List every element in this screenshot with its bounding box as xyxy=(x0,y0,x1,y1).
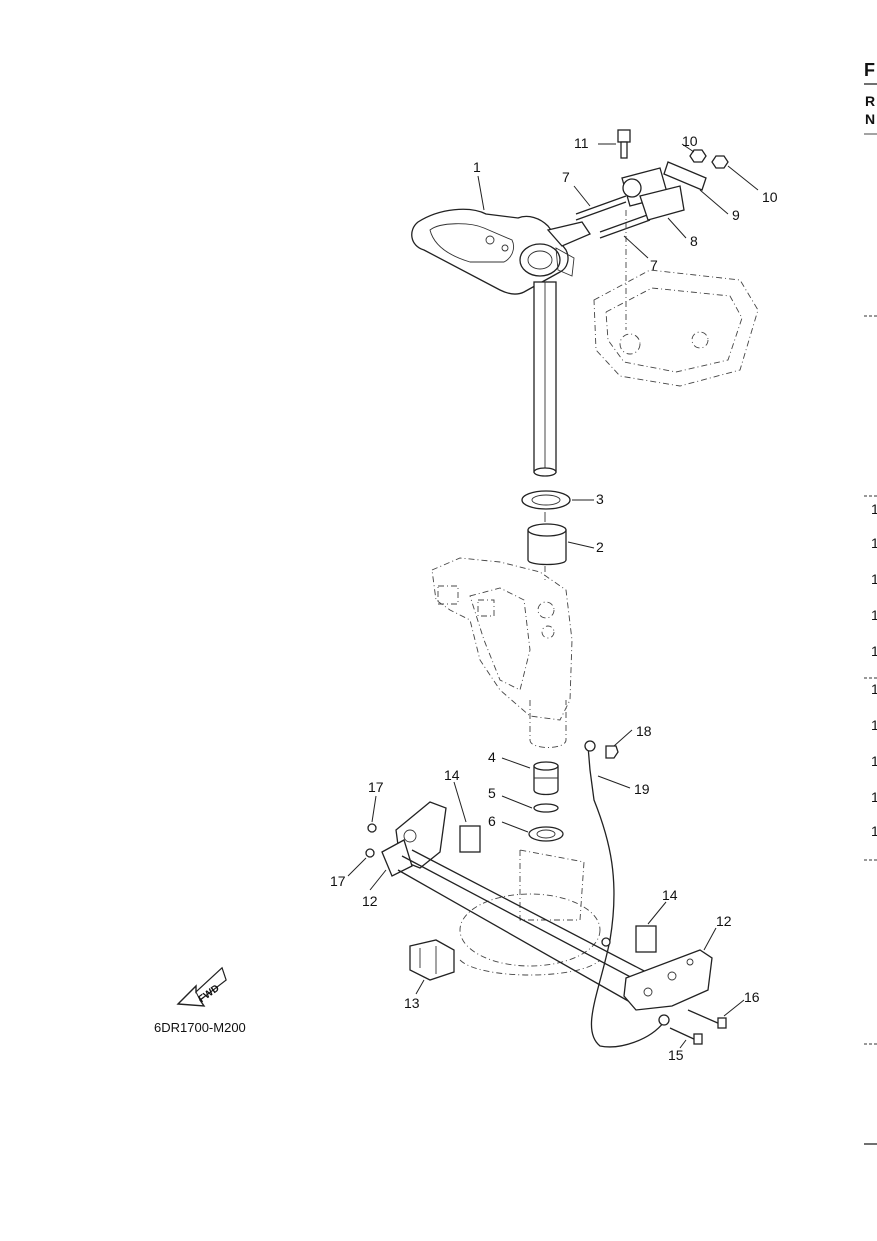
callout-13: 13 xyxy=(404,995,420,1011)
callout-7b: 7 xyxy=(650,257,658,273)
edge-num-1: 1 xyxy=(871,501,877,517)
steering-rods xyxy=(397,849,651,1003)
callout-11: 11 xyxy=(574,135,589,151)
steering-bracket-part xyxy=(411,208,591,477)
edge-num-5: 1 xyxy=(871,643,877,659)
callout-7a: 7 xyxy=(562,169,570,185)
callout-18: 18 xyxy=(636,723,652,739)
callout-16: 16 xyxy=(744,989,760,1005)
edge-letter-f: F xyxy=(864,60,875,80)
drawing-code: 6DR1700-M200 xyxy=(154,1020,246,1035)
edge-num-8: 1 xyxy=(871,753,877,769)
ground-lead-part xyxy=(584,740,670,1048)
callout-3: 3 xyxy=(596,491,604,507)
bushing-part xyxy=(521,490,571,566)
engine-mount-outline xyxy=(593,210,759,387)
callout-1: 1 xyxy=(473,159,481,175)
bolt-11-part xyxy=(598,129,631,159)
mount-rubber-part xyxy=(621,161,707,221)
edge-num-3: 1 xyxy=(871,571,877,587)
lower-bushing-part xyxy=(528,761,564,842)
callout-15: 15 xyxy=(668,1047,684,1063)
callout-14a: 14 xyxy=(444,767,460,783)
edge-num-9: 1 xyxy=(871,789,877,805)
edge-num-2: 1 xyxy=(871,535,877,551)
callout-9: 9 xyxy=(732,207,740,223)
block-14-part xyxy=(459,825,657,953)
callout-14b: 14 xyxy=(662,887,678,903)
swivel-bracket-outline xyxy=(431,557,573,748)
callout-4: 4 xyxy=(488,749,496,765)
leader-lines xyxy=(347,143,759,1049)
lower-case-outline xyxy=(459,849,601,976)
left-clamp-part xyxy=(365,801,447,877)
callout-5: 5 xyxy=(488,785,496,801)
right-plate-part xyxy=(623,949,713,1011)
edge-num-6: 1 xyxy=(871,681,877,697)
callout-19: 19 xyxy=(634,781,650,797)
callout-2: 2 xyxy=(596,539,604,555)
fwd-arrow-icon: FWD xyxy=(176,966,227,1007)
cover-13-part xyxy=(409,939,455,981)
edge-num-4: 1 xyxy=(871,607,877,623)
edge-num-7: 1 xyxy=(871,717,877,733)
edge-letter-n: N xyxy=(865,111,875,127)
callout-12b: 12 xyxy=(716,913,732,929)
edge-num-10: 1 xyxy=(871,823,877,839)
nut-10-part xyxy=(689,149,729,169)
callout-6: 6 xyxy=(488,813,496,829)
callout-17b: 17 xyxy=(330,873,346,889)
stud-bolts-part xyxy=(575,195,651,239)
right-edge-column: F R N 1 1 1 1 1 1 1 1 1 1 xyxy=(864,60,877,1145)
callout-10a: 10 xyxy=(682,133,698,149)
callout-8: 8 xyxy=(690,233,698,249)
bolts-15-16-part xyxy=(669,1009,727,1045)
callout-17a: 17 xyxy=(368,779,384,795)
edge-letter-r: R xyxy=(865,93,875,109)
callout-labels: 1 2 3 4 5 6 7 7 8 9 10 10 11 12 12 13 14… xyxy=(330,133,778,1063)
callout-10b: 10 xyxy=(762,189,778,205)
callout-12a: 12 xyxy=(362,893,378,909)
